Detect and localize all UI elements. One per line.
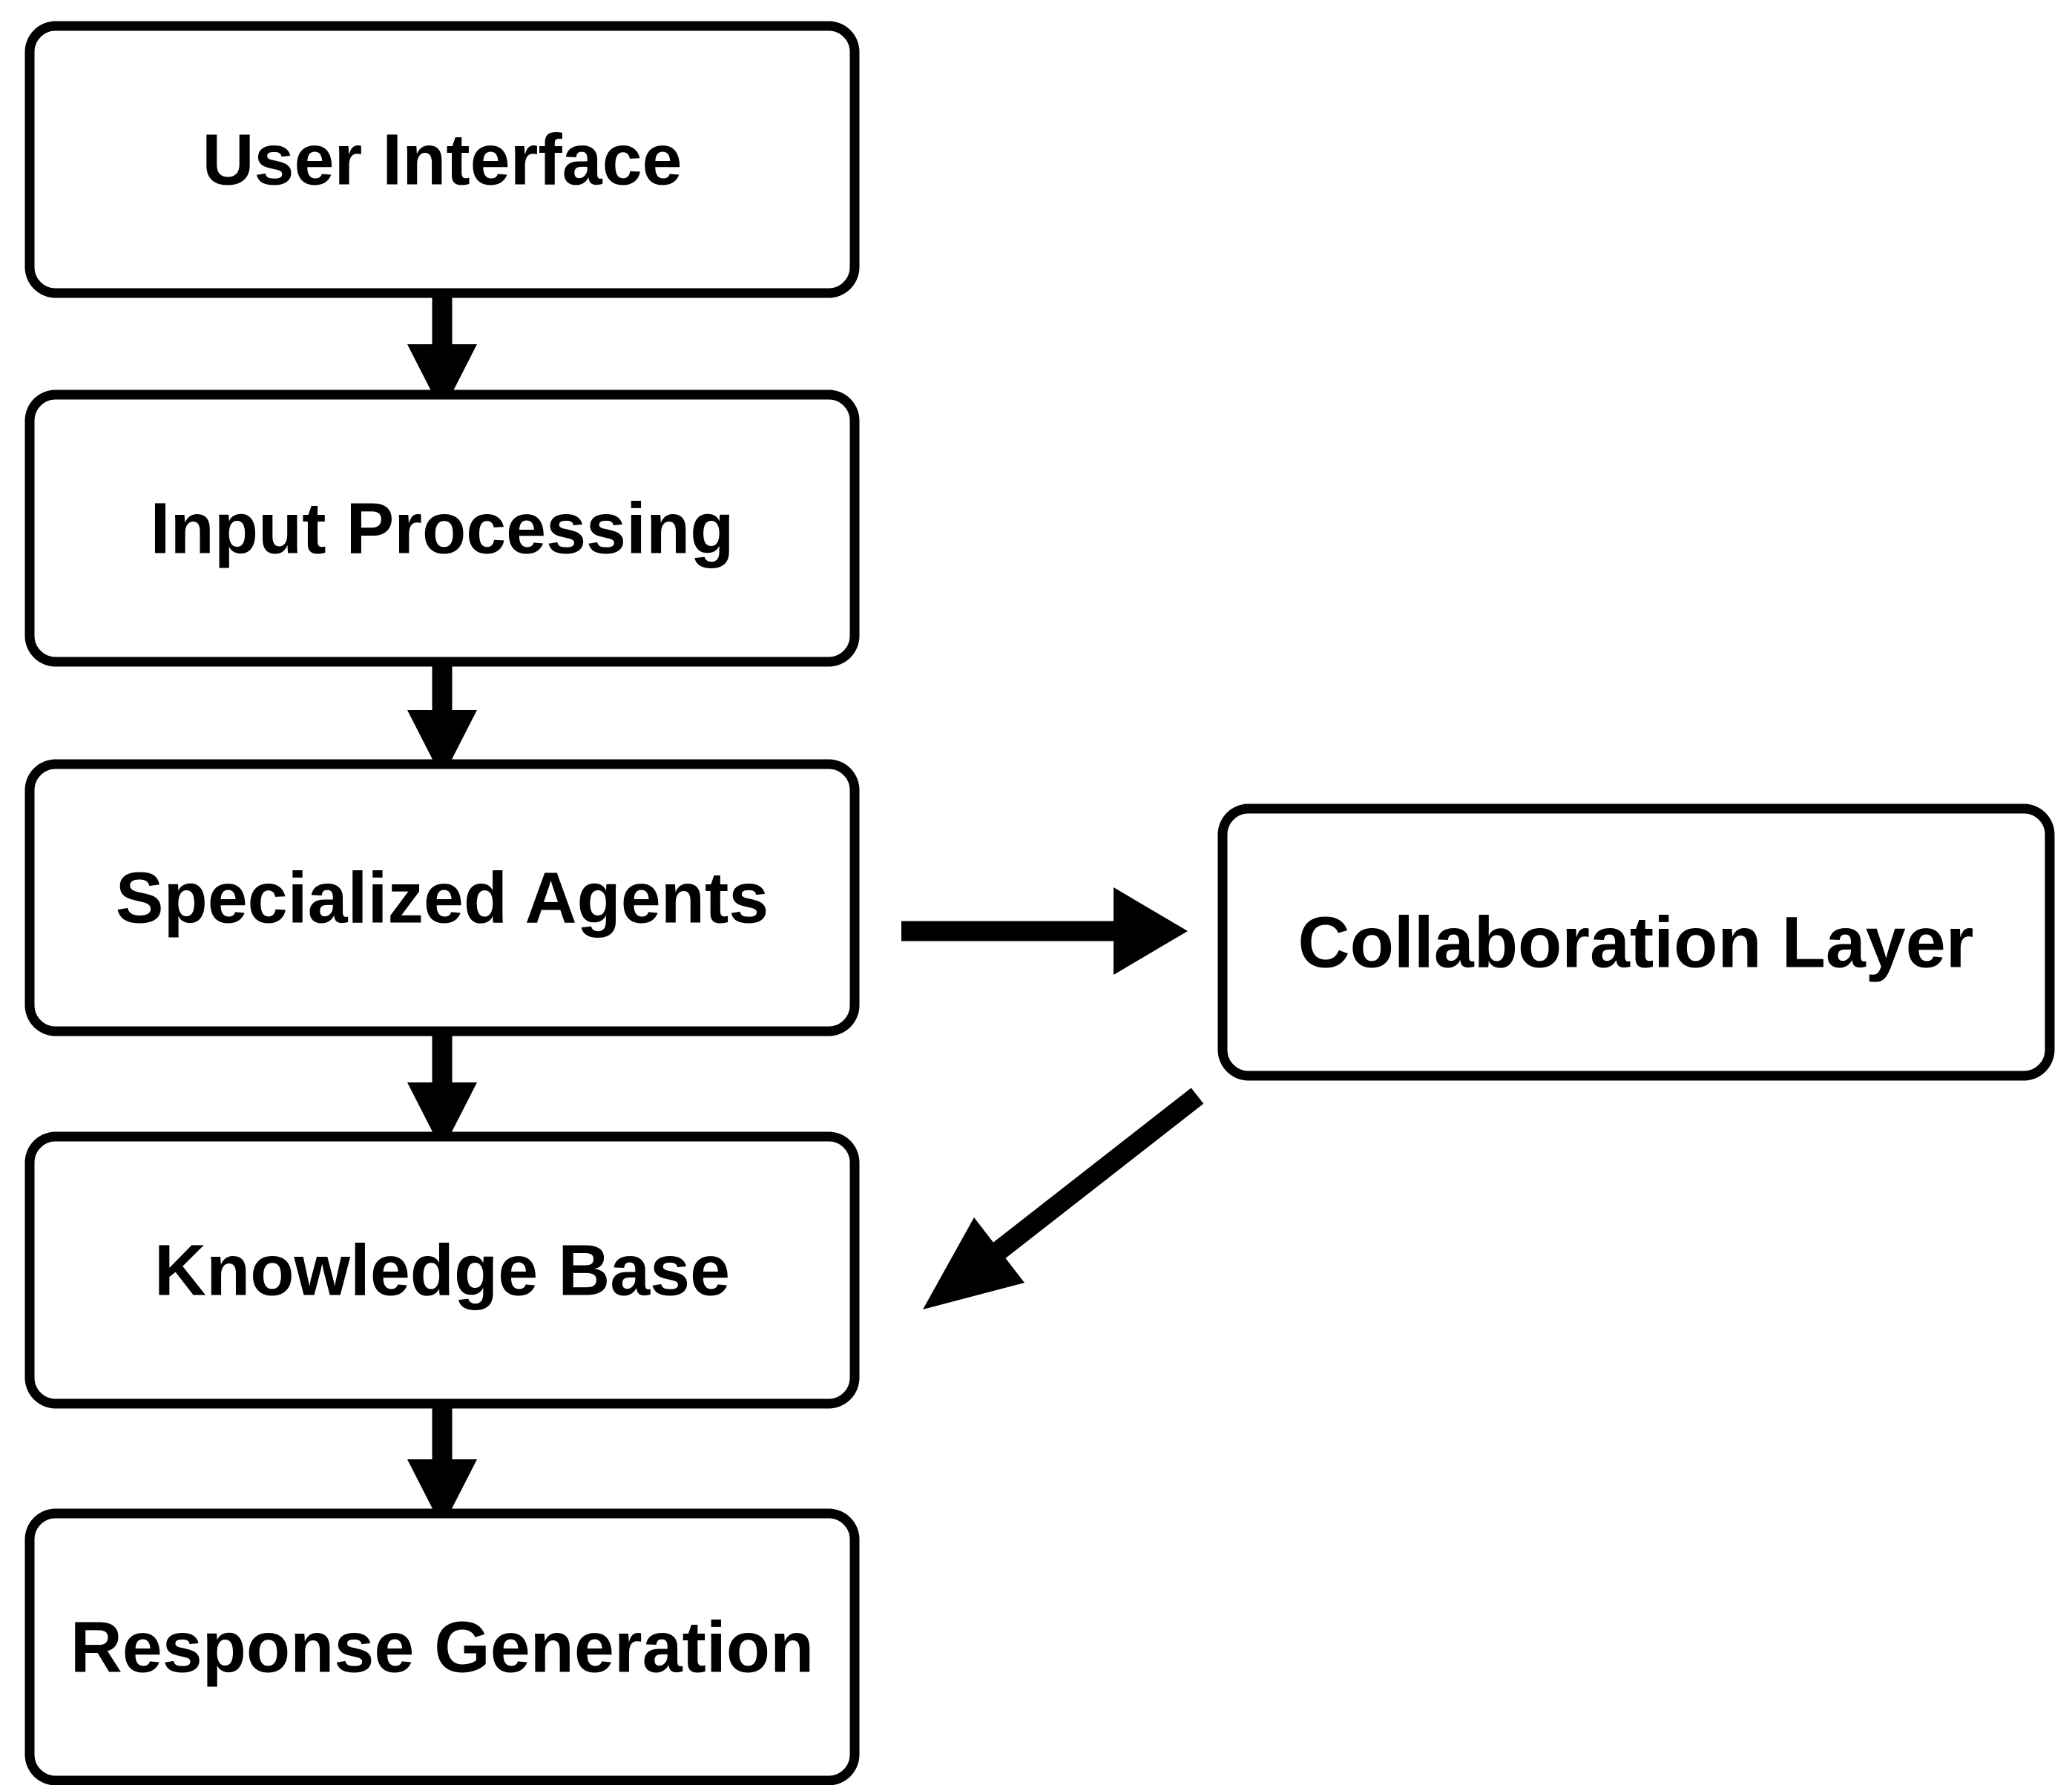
node-input-processing-label: Input Processing [151,488,734,569]
arrowhead-right-icon [1114,887,1188,975]
arrow-collaboration-layer-to-knowledge-base [923,1088,1204,1309]
arrowhead-down-icon [407,710,477,778]
node-knowledge-base: Knowledge Base [24,1131,860,1409]
node-user-interface-label: User Interface [203,119,683,200]
node-response-generation-box [24,1508,860,1785]
arrowhead-down-icon [407,1459,477,1528]
node-specialized-agents: Specialized Agents [24,759,860,1036]
node-input-processing: Input Processing [24,389,860,667]
node-input-processing-box [24,389,860,667]
node-user-interface-box [24,21,860,298]
arrow-shaft [991,1088,1204,1260]
node-collaboration-layer-label: Collaboration Layer [1298,902,1974,983]
node-response-generation: Response Generation [24,1508,860,1785]
node-specialized-agents-box [24,759,860,1036]
node-response-generation-label: Response Generation [70,1607,815,1688]
node-knowledge-base-label: Knowledge Base [154,1230,730,1311]
arrowhead-down-left-icon [923,1217,1025,1309]
arrow-specialized-agents-to-collaboration-layer [901,887,1188,975]
node-specialized-agents-label: Specialized Agents [116,858,769,938]
arrowhead-down-icon [407,1082,477,1151]
arrowhead-down-icon [407,344,477,412]
node-knowledge-base-box [24,1131,860,1409]
node-collaboration-layer: Collaboration Layer [1217,803,2055,1081]
node-collaboration-layer-box [1217,803,2055,1081]
node-user-interface: User Interface [24,21,860,298]
